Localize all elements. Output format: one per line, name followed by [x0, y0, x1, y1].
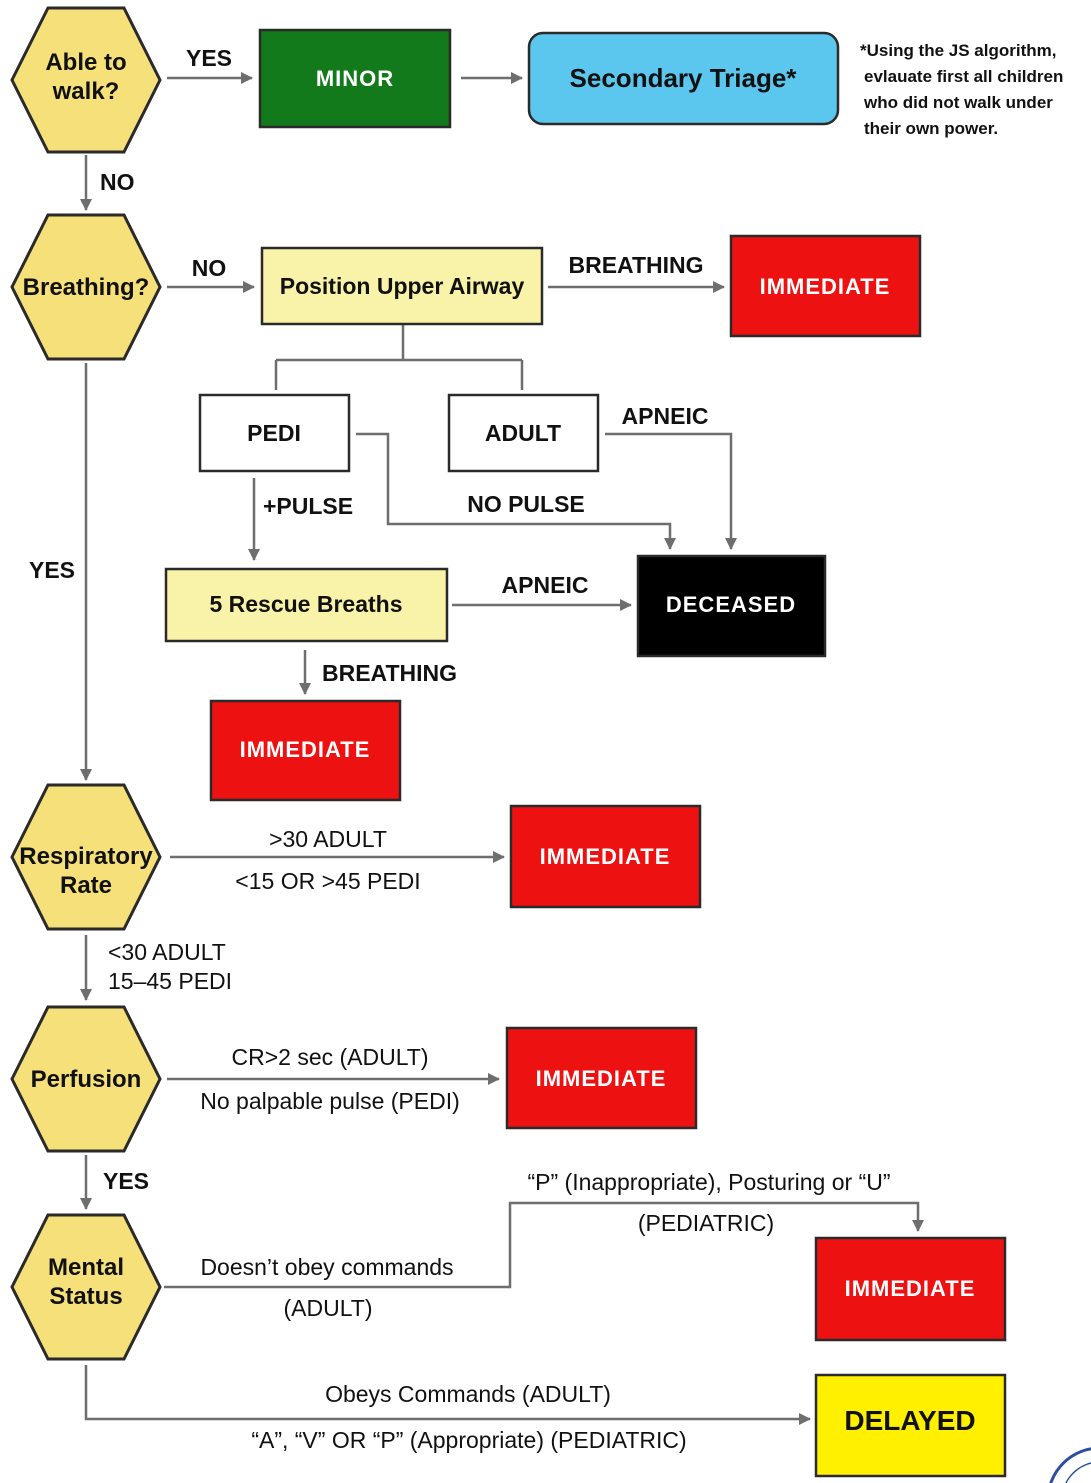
secondary-rect: [527, 31, 840, 126]
label-adult-apneic: APNEIC: [622, 403, 709, 429]
immediate-label-5: IMMEDIATE: [845, 1276, 976, 1301]
perfusion-hexagon: [10, 1005, 162, 1153]
walk-label-line1: Able to: [45, 49, 126, 76]
immediate-box-1: IMMEDIATE: [729, 234, 922, 338]
label-rescue-apneic: APNEIC: [502, 572, 589, 598]
label-breathing-no: NO: [192, 255, 227, 281]
immediate-rect-3: [509, 804, 702, 909]
resp-label-line2: Rate: [60, 872, 112, 899]
label-breathing-yes: YES: [29, 557, 75, 583]
airway-split: [274, 325, 524, 390]
connectors: [80, 72, 924, 1425]
immediate-label-2: IMMEDIATE: [240, 737, 371, 762]
resp-hexagon: [10, 783, 162, 931]
breathing-hexagon: [10, 213, 162, 361]
walk-label-line2: walk?: [52, 78, 120, 105]
immediate-label-3: IMMEDIATE: [540, 844, 671, 869]
arrow-adult-to-deceased: [605, 432, 737, 550]
label-resp-high-adult: >30 ADULT: [269, 826, 387, 852]
airway-rect: [260, 246, 544, 326]
perfusion-decision: Perfusion: [10, 1005, 162, 1153]
secondary-label: Secondary Triage*: [570, 63, 798, 93]
label-perfusion-yes: YES: [103, 1168, 149, 1194]
mental-hexagon: [10, 1213, 162, 1361]
deceased-box: DECEASED: [636, 554, 827, 658]
delayed-box: DELAYED: [814, 1373, 1007, 1478]
seal-logo-fragment: [1049, 1447, 1091, 1483]
note-line2: evlauate first all children: [864, 67, 1063, 86]
immediate-box-2: IMMEDIATE: [209, 699, 402, 802]
label-rescue-breathing: BREATHING: [322, 660, 457, 686]
walk-hexagon: [10, 6, 162, 154]
rescue-breaths-box: 5 Rescue Breaths: [164, 567, 449, 643]
edge-labels: YES NO NO BREATHING APNEIC +PULSE NO PUL…: [29, 45, 891, 1453]
immediate-rect-4: [505, 1026, 698, 1130]
immediate-rect-2: [209, 699, 402, 802]
mental-label-line1: Mental: [48, 1254, 124, 1281]
label-walk-yes: YES: [186, 45, 232, 71]
immediate-box-3: IMMEDIATE: [509, 804, 702, 909]
label-mental-pedi-group: (PEDIATRIC): [638, 1210, 774, 1236]
deceased-label: DECEASED: [666, 592, 796, 617]
airway-label: Position Upper Airway: [280, 273, 525, 299]
immediate-box-4: IMMEDIATE: [505, 1026, 698, 1130]
airway-box: Position Upper Airway: [260, 246, 544, 326]
label-resp-low-pedi: 15–45 PEDI: [108, 968, 232, 994]
arrow-mental-to-delayed: [84, 1365, 811, 1425]
delayed-rect: [814, 1373, 1007, 1478]
label-resp-low-adult: <30 ADULT: [108, 939, 226, 965]
deceased-rect: [636, 554, 827, 658]
secondary-note: *Using the JS algorithm, evlauate first …: [860, 41, 1063, 138]
label-airway-breathing: BREATHING: [568, 252, 703, 278]
label-perfusion-pedi: No palpable pulse (PEDI): [200, 1088, 460, 1114]
mental-label-line2: Status: [49, 1283, 122, 1310]
label-pedi-pulse: +PULSE: [263, 493, 353, 519]
immediate-rect-5: [814, 1236, 1007, 1342]
adult-box: ADULT: [447, 393, 600, 473]
note-line1: *Using the JS algorithm,: [860, 41, 1056, 60]
rescue-rect: [164, 567, 449, 643]
immediate-box-5: IMMEDIATE: [814, 1236, 1007, 1342]
resp-label-line1: Respiratory: [19, 843, 153, 870]
note-line4: their own power.: [864, 119, 998, 138]
immediate-label-1: IMMEDIATE: [760, 274, 891, 299]
label-walk-no: NO: [100, 169, 135, 195]
rescue-label: 5 Rescue Breaths: [209, 591, 402, 617]
arrow-mental-to-immediate: [164, 1201, 924, 1289]
label-obeys-adult: Obeys Commands (ADULT): [325, 1381, 611, 1407]
minor-box: MINOR: [258, 28, 452, 129]
breathing-label: Breathing?: [23, 274, 150, 301]
minor-label: MINOR: [316, 66, 394, 91]
minor-rect: [258, 28, 452, 129]
pedi-rect: [198, 393, 351, 473]
note-line3: who did not walk under: [863, 93, 1053, 112]
delayed-label: DELAYED: [844, 1405, 975, 1436]
pedi-box: PEDI: [198, 393, 351, 473]
adult-label: ADULT: [485, 420, 561, 446]
label-resp-high-pedi: <15 OR >45 PEDI: [235, 868, 420, 894]
label-mental-adult: Doesn’t obey commands: [200, 1254, 453, 1280]
immediate-rect-1: [729, 234, 922, 338]
label-pedi-no-pulse: NO PULSE: [467, 491, 585, 517]
adult-rect: [447, 393, 600, 473]
mental-decision: Mental Status: [10, 1213, 162, 1361]
resp-decision: Respiratory Rate: [10, 783, 162, 931]
label-obeys-pedi: “A”, “V” OR “P” (Appropriate) (PEDIATRIC…: [251, 1427, 686, 1453]
label-perfusion-adult: CR>2 sec (ADULT): [231, 1044, 428, 1070]
label-mental-adult-group: (ADULT): [283, 1295, 372, 1321]
immediate-label-4: IMMEDIATE: [536, 1066, 667, 1091]
secondary-triage-box: Secondary Triage*: [527, 31, 840, 126]
arrow-pedi-to-deceased: [356, 432, 676, 550]
walk-decision: Able to walk?: [10, 6, 162, 154]
label-mental-pedi: “P” (Inappropriate), Posturing or “U”: [527, 1169, 890, 1195]
pedi-label: PEDI: [247, 420, 301, 446]
perfusion-label: Perfusion: [31, 1066, 142, 1093]
breathing-decision: Breathing?: [10, 213, 162, 361]
